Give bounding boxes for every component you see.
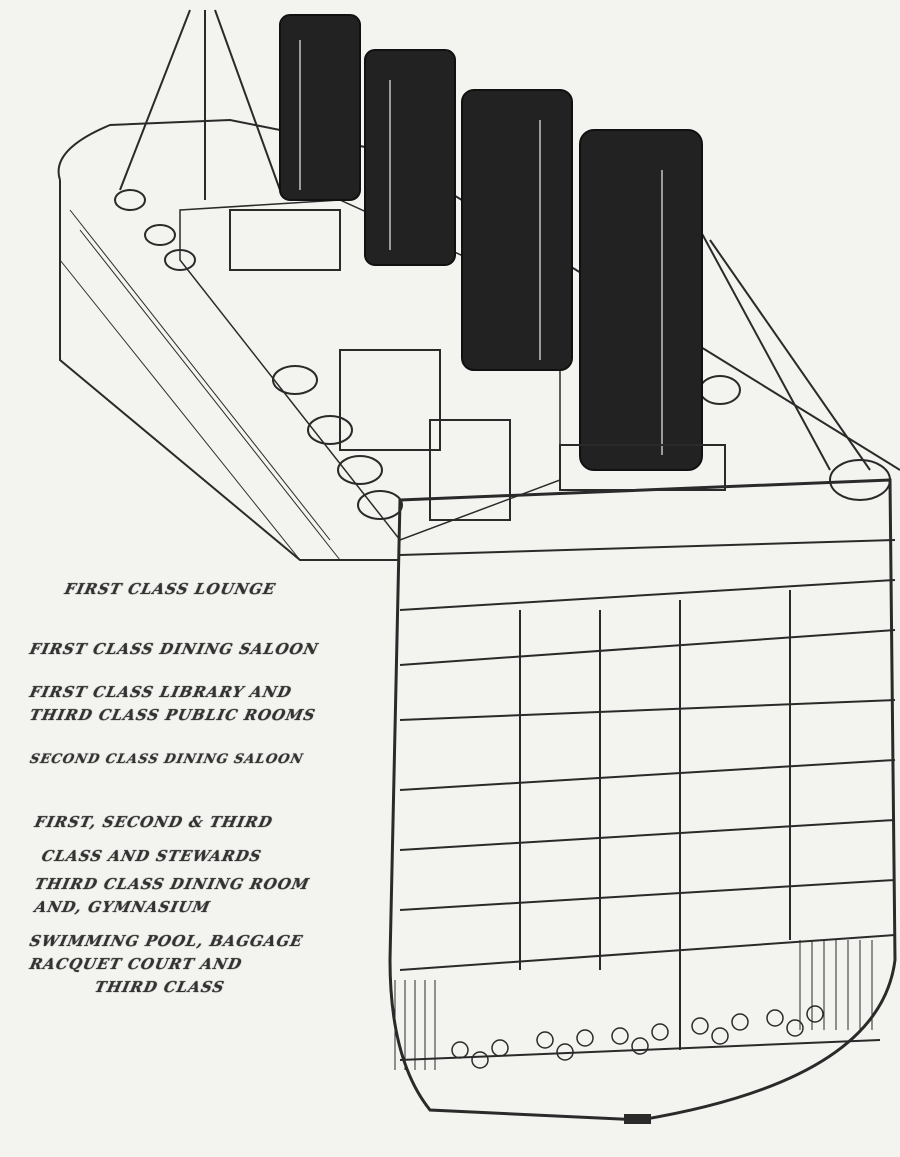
deck-labels: FIRST CLASS LOUNGE FIRST CLASS DINING SA… bbox=[0, 0, 410, 1157]
label-pool-line2: RACQUET COURT AND bbox=[28, 955, 244, 973]
label-cabins-line2: CLASS AND STEWARDS bbox=[40, 847, 264, 865]
label-third-dining-line1: THIRD CLASS DINING ROOM bbox=[33, 875, 312, 893]
label-first-class-dining-saloon: FIRST CLASS DINING SALOON bbox=[28, 640, 321, 658]
label-library-line1: FIRST CLASS LIBRARY AND bbox=[28, 683, 294, 701]
hull-section bbox=[388, 478, 897, 1122]
label-pool-line1: SWIMMING POOL, BAGGAGE bbox=[28, 932, 305, 950]
label-cabins-line1: FIRST, SECOND & THIRD bbox=[33, 813, 275, 831]
label-second-class-dining-saloon: SECOND CLASS DINING SALOON bbox=[28, 752, 305, 767]
label-library-line2: THIRD CLASS PUBLIC ROOMS bbox=[28, 706, 318, 724]
label-pool-line3: THIRD CLASS bbox=[93, 978, 227, 996]
label-third-dining-line2: AND, GYMNASIUM bbox=[33, 898, 213, 916]
label-first-class-lounge: FIRST CLASS LOUNGE bbox=[63, 580, 278, 598]
